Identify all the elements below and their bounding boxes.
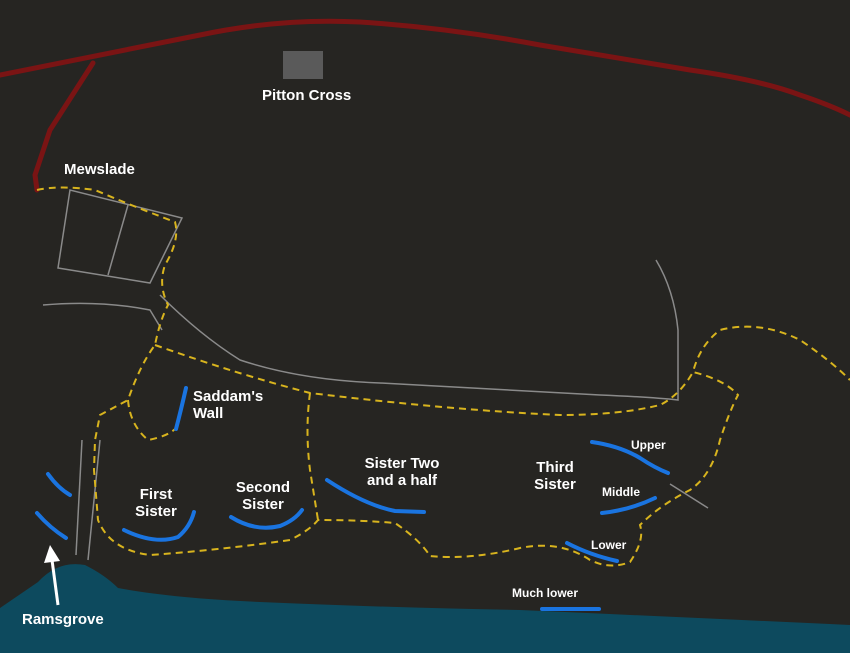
label-first-sister: First Sister xyxy=(135,486,177,520)
crag-upper xyxy=(590,440,670,475)
label-middle: Middle xyxy=(602,485,640,499)
crag-middle xyxy=(600,496,657,515)
label-lower: Lower xyxy=(591,538,627,552)
walls xyxy=(42,189,709,561)
crag-second-sister xyxy=(229,508,304,530)
sea xyxy=(0,564,850,653)
pitton-cross-marker xyxy=(283,51,323,79)
label-upper: Upper xyxy=(631,438,666,452)
crags xyxy=(35,386,670,611)
side-road xyxy=(32,60,96,193)
label-saddams-wall: Saddam's Wall xyxy=(193,388,264,422)
crag-saddams-wall xyxy=(174,386,188,431)
label-much-lower: Much lower xyxy=(512,586,579,600)
label-third-sister: Third Sister xyxy=(534,459,576,493)
crag-ramsgrove-upper xyxy=(46,472,72,497)
crag-lower xyxy=(565,541,619,563)
crag-sister-two-half xyxy=(325,478,426,514)
road xyxy=(0,18,850,118)
footpath xyxy=(36,186,850,567)
label-second-sister: Second Sister xyxy=(235,479,291,513)
ramsgrove-arrow xyxy=(44,545,60,606)
label-ramsgrove: Ramsgrove xyxy=(22,611,104,628)
label-sister-two-half: Sister Two and a half xyxy=(364,455,440,489)
label-pitton-cross: Pitton Cross xyxy=(262,87,352,104)
crag-first-sister xyxy=(122,510,196,542)
label-mewslade: Mewslade xyxy=(64,161,135,178)
crag-ramsgrove-lower xyxy=(35,511,68,540)
